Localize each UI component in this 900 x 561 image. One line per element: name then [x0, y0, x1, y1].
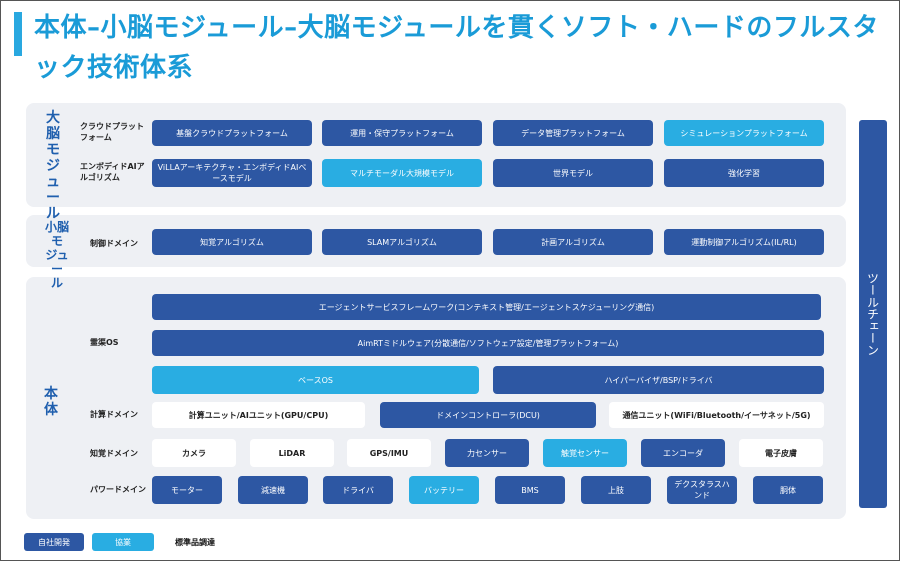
- box-control-perception: 知覚アルゴリズム: [152, 229, 312, 255]
- title-accent-bar: [14, 12, 22, 56]
- box-sensor-force: 力センサー: [445, 439, 529, 467]
- box-power-motor: モーター: [152, 476, 222, 504]
- box-control-slam: SLAMアルゴリズム: [322, 229, 482, 255]
- box-power-battery: バッテリー: [409, 476, 479, 504]
- box-sensor-e-skin: 電子皮膚: [739, 439, 823, 467]
- legend-standard: 標準品調達: [175, 537, 215, 547]
- legend-in-house: 自社開発: [24, 533, 84, 551]
- box-sensor-tactile: 触覚センサー: [543, 439, 627, 467]
- section-label-brain: 大脳モジュール: [46, 110, 60, 222]
- box-control-planning: 計画アルゴリズム: [493, 229, 653, 255]
- box-sensor-encoder: エンコーダ: [641, 439, 725, 467]
- row-label-os: 霊渠OS: [90, 338, 119, 347]
- box-embodied-villa: ViLLAアーキテクチャ・エンボディドAIベースモデル: [152, 159, 312, 187]
- row-label-perception: 知覚ドメイン: [90, 449, 138, 458]
- box-os-base: ベースOS: [152, 366, 479, 394]
- box-power-driver: ドライバ: [323, 476, 393, 504]
- box-cloud-base: 基盤クラウドプラットフォーム: [152, 120, 312, 146]
- box-power-bms: BMS: [495, 476, 565, 504]
- row-label-compute: 計算ドメイン: [90, 410, 138, 419]
- box-sensor-gps-imu: GPS/IMU: [347, 439, 431, 467]
- row-label-control: 制御ドメイン: [90, 239, 138, 248]
- box-sensor-camera: カメラ: [152, 439, 236, 467]
- box-cloud-sim: シミュレーションプラットフォーム: [664, 120, 824, 146]
- box-power-dexterous-hand: デクスタラスハンド: [667, 476, 737, 504]
- box-power-reducer: 減速機: [238, 476, 308, 504]
- box-compute-dcu: ドメインコントローラ(DCU): [380, 402, 596, 428]
- row-label-embodied: エンボディドAIアルゴリズム: [80, 162, 145, 182]
- box-compute-comm: 通信ユニット(WiFi/Bluetooth/イーサネット/5G): [609, 402, 824, 428]
- box-power-upper-limb: 上肢: [581, 476, 651, 504]
- box-cloud-ops: 運用・保守プラットフォーム: [322, 120, 482, 146]
- row-label-cloud: クラウドプラットフォーム: [80, 122, 144, 142]
- section-label-cerebellum: 小脳モジュール: [44, 220, 69, 290]
- box-power-torso: 胴体: [753, 476, 823, 504]
- slide-title: 本体–小脳モジュール–大脳モジュールを貫くソフト・ハードのフルスタック技術体系: [34, 13, 879, 83]
- box-compute-ai-unit: 計算ユニット/AIユニット(GPU/CPU): [152, 402, 365, 428]
- box-os-agent-framework: エージェントサービスフレームワーク(コンテキスト管理/エージェントスケジューリン…: [152, 294, 821, 320]
- box-embodied-rl: 強化学習: [664, 159, 824, 187]
- toolchain-bar: ツールチェーン: [859, 120, 887, 508]
- box-embodied-world: 世界モデル: [493, 159, 653, 187]
- box-sensor-lidar: LiDAR: [250, 439, 334, 467]
- section-label-body: 本体: [44, 386, 58, 418]
- legend-partnership: 協業: [92, 533, 154, 551]
- box-embodied-multimodal: マルチモーダル大規模モデル: [322, 159, 482, 187]
- box-cloud-data: データ管理プラットフォーム: [493, 120, 653, 146]
- brain-module-panel: [26, 103, 846, 207]
- box-os-middleware: AimRTミドルウェア(分散通信/ソフトウェア設定/管理プラットフォーム): [152, 330, 824, 356]
- row-label-power: パワードメイン: [90, 485, 146, 494]
- box-os-hypervisor: ハイパーバイザ/BSP/ドライバ: [493, 366, 824, 394]
- box-control-motion: 運動制御アルゴリズム(IL/RL): [664, 229, 824, 255]
